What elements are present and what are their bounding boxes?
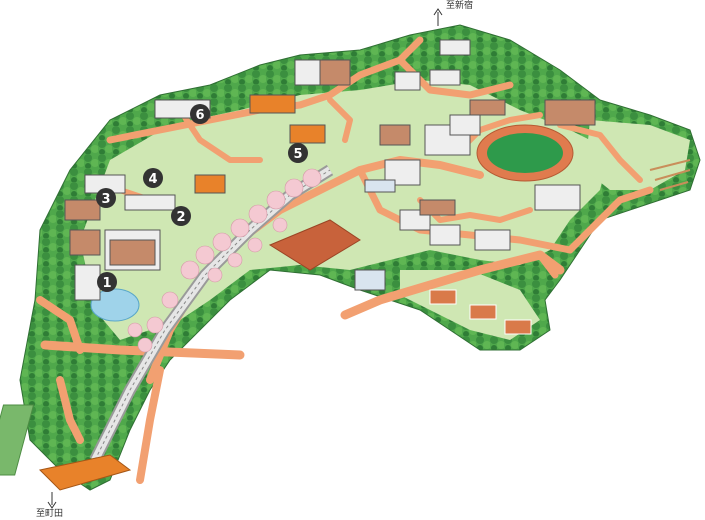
lawn-area-east xyxy=(585,120,690,190)
tennis-courts xyxy=(429,289,532,335)
marker-4[interactable]: 4 xyxy=(143,168,163,188)
marker-4-label: 4 xyxy=(148,172,157,187)
cherry-blossom-trees xyxy=(127,168,322,353)
marker-3[interactable]: 3 xyxy=(96,188,116,208)
marker-6-label: 6 xyxy=(195,108,204,123)
south-destination-label: 至町田 xyxy=(36,508,63,519)
north-destination-label: 至新宿 xyxy=(446,0,473,11)
marker-1-label: 1 xyxy=(102,276,111,291)
orchard xyxy=(649,159,691,191)
marker-5-label: 5 xyxy=(293,147,302,162)
pond xyxy=(90,288,140,322)
marker-2-label: 2 xyxy=(176,210,185,225)
marker-3-label: 3 xyxy=(101,192,110,207)
station-building xyxy=(0,404,132,491)
marker-6[interactable]: 6 xyxy=(190,104,210,124)
marker-5[interactable]: 5 xyxy=(288,143,308,163)
south-direction-arrow xyxy=(47,492,57,509)
athletic-field xyxy=(476,124,574,182)
marker-2[interactable]: 2 xyxy=(171,206,191,226)
sports-field xyxy=(268,219,361,271)
north-direction-arrow xyxy=(433,8,443,26)
marker-1[interactable]: 1 xyxy=(97,272,117,292)
